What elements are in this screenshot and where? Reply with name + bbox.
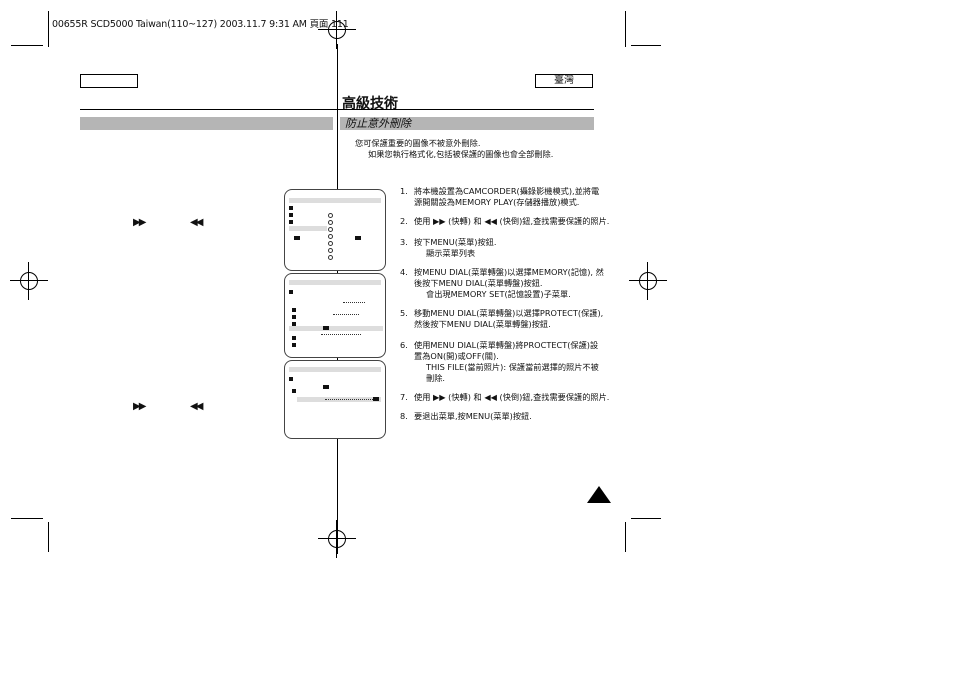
triangle-page-marker-icon [587,486,611,503]
step-7: 7.使用 ▶▶ (快轉) 和 ◀◀ (快倒)鈕,查找需要保護的照片. [400,392,610,402]
crop-mark [11,45,43,46]
step-5: 5.移動MENU DIAL(菜單轉盤)以選擇PROTECT(保護), 然後按下M… [400,308,604,329]
registration-mark-icon [318,11,356,49]
language-tab: 臺灣 [535,74,593,88]
step-4: 4.按MENU DIAL(菜單轉盤)以選擇MEMORY(記憶), 然 後按下ME… [400,267,604,299]
crop-mark [48,522,49,552]
rewind-icon: ◀◀ [190,217,203,228]
intro-line-2: 如果您執行格式化,包括被保護的圖像也會全部刪除. [368,149,554,159]
language-tab-left [80,74,138,88]
registration-mark-icon [10,262,48,300]
step-6: 6.使用MENU DIAL(菜單轉盤)將PROCTECT(保護)設 置為ON(開… [400,340,599,383]
crop-mark [631,518,661,519]
crop-mark [625,11,626,47]
fast-forward-icon: ▶▶ [133,401,146,412]
title-rule [80,109,594,110]
crop-mark [11,518,43,519]
intro-line-1: 您可保護重要的圖像不被意外刪除. [355,138,481,148]
fast-forward-icon: ▶▶ [133,217,146,228]
section-title: 防止意外刪除 [340,117,594,130]
left-section-bar [80,117,333,130]
crop-mark [48,11,49,47]
step-8: 8.要退出菜單,按MENU(菜單)按鈕. [400,411,532,421]
lcd-screen-protect [284,360,386,439]
lcd-screen-memory-set [284,273,386,358]
rewind-icon: ◀◀ [190,401,203,412]
steps-list: 1.將本機設置為CAMCORDER(攝錄影機模式),並將電 源開關設為MEMOR… [400,186,610,422]
step-3: 3.按下MENU(菜單)按鈕. 顯示菜單列表 [400,237,497,258]
crop-mark [625,522,626,552]
crop-mark [631,45,661,46]
print-header: 00655R SCD5000 Taiwan(110~127) 2003.11.7… [52,19,349,30]
step-2: 2.使用 ▶▶ (快轉) 和 ◀◀ (快倒)鈕,查找需要保護的照片. [400,216,610,226]
page-title: 高級技術 [342,96,398,112]
registration-mark-icon [629,262,667,300]
lcd-screen-menu [284,189,386,271]
step-1: 1.將本機設置為CAMCORDER(攝錄影機模式),並將電 源開關設為MEMOR… [400,186,600,207]
